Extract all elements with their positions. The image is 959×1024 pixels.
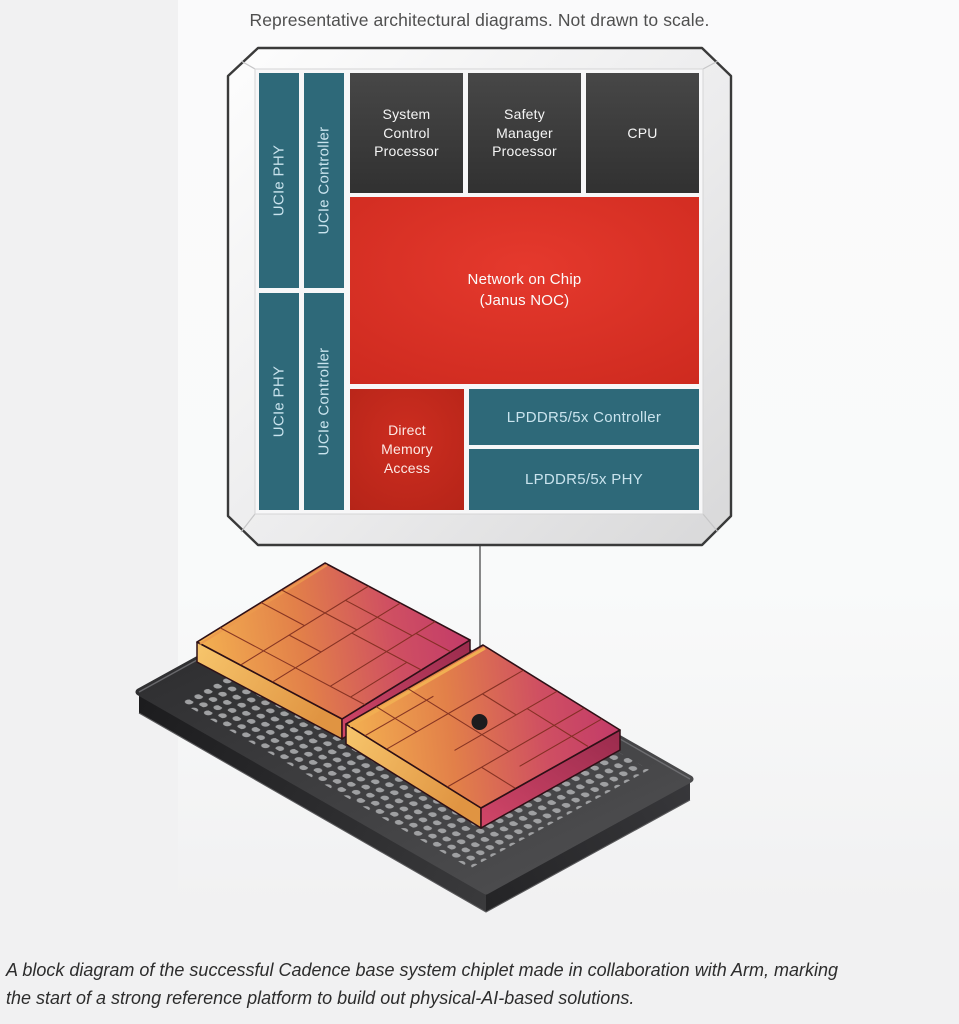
substrate-bottom-highlight — [138, 712, 691, 913]
package-diagram — [226, 46, 733, 547]
block-cpu — [586, 73, 699, 193]
chiplet-left-top — [196, 562, 471, 720]
block-lpddr-controller — [469, 389, 699, 445]
substrate-side-right — [486, 779, 690, 912]
chiplet-left — [197, 563, 470, 739]
block-ucie-ctrl-bottom — [304, 293, 344, 510]
block-safety-manager-processor — [468, 73, 581, 193]
block-noc — [350, 197, 699, 384]
block-dma — [350, 389, 464, 510]
chiplet-left-floorplan — [197, 563, 470, 719]
block-system-control-processor — [350, 73, 463, 193]
chiplet-right-bevel — [349, 646, 486, 728]
chiplet-right-floorplan — [346, 645, 618, 808]
chiplet-left-bevel — [199, 564, 328, 645]
substrate-side-left — [139, 692, 486, 912]
block-ucie-ctrl-top — [304, 73, 344, 288]
figure-caption: A block diagram of the successful Cadenc… — [6, 960, 839, 1009]
figure-title: Representative architectural diagrams. N… — [249, 10, 710, 30]
connector-dot — [471, 714, 488, 730]
block-ucie-phy-bottom — [259, 293, 299, 510]
isometric-illustration — [135, 563, 694, 913]
block-ucie-phy-top — [259, 73, 299, 288]
package-corner-edges — [240, 60, 719, 533]
block-lpddr-phy — [469, 449, 699, 510]
